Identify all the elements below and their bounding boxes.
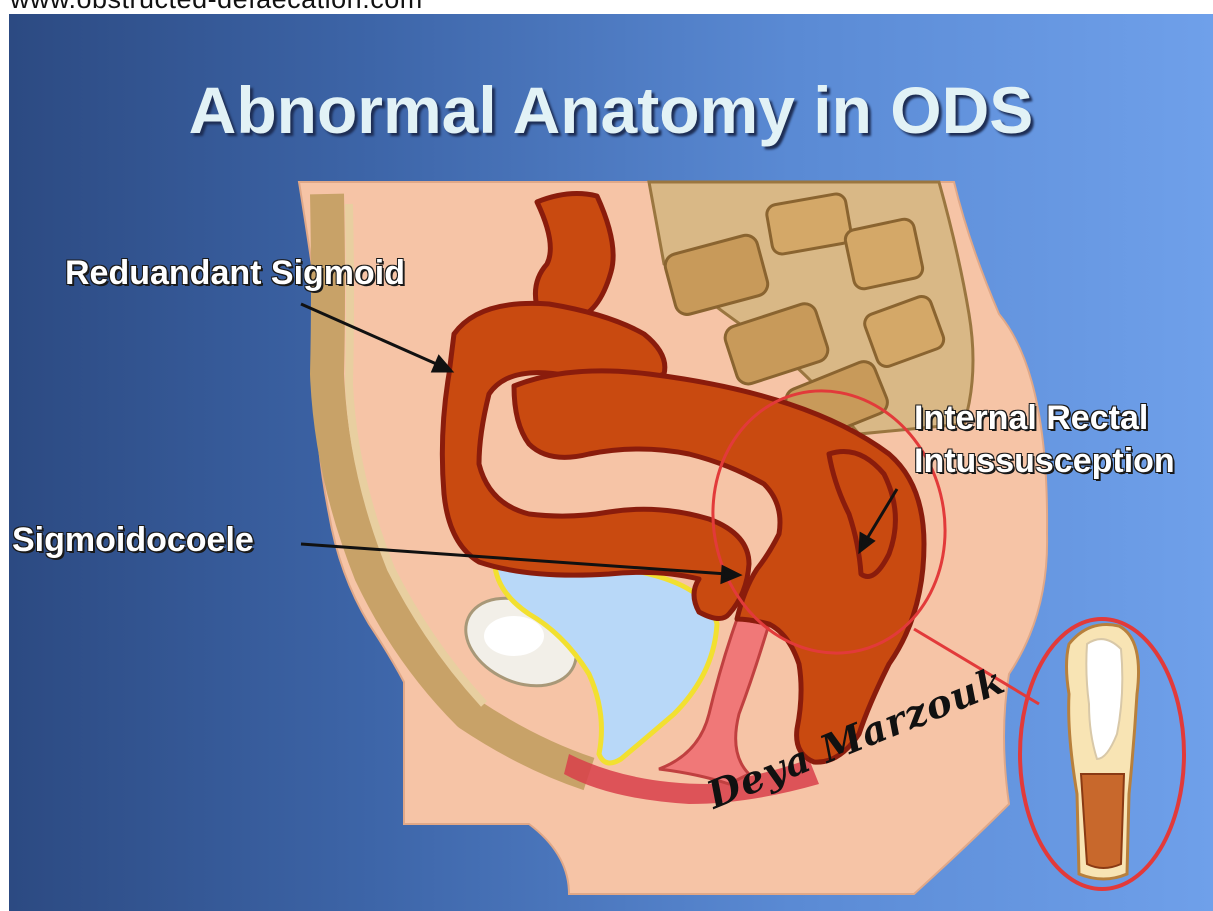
slide: Abnormal Anatomy in ODS Reduandant Sigmo… [9,14,1213,911]
pubic-bone-inner [484,616,544,656]
url-text: www.obstructed-defaecation.com [10,0,423,14]
url-header: www.obstructed-defaecation.com [0,0,1213,14]
label-reduandant-sigmoid: Reduandant Sigmoid [65,254,405,293]
label-internal-rectal-line2: Intussusception [914,440,1175,483]
label-internal-rectal-line1: Internal Rectal [914,397,1175,440]
label-internal-rectal-intussusception: Internal Rectal Intussusception [914,397,1175,483]
label-sigmoidocoele: Sigmoidocoele [12,521,254,560]
slide-title: Abnormal Anatomy in ODS [9,72,1213,148]
inset-intussusception [1067,624,1139,879]
